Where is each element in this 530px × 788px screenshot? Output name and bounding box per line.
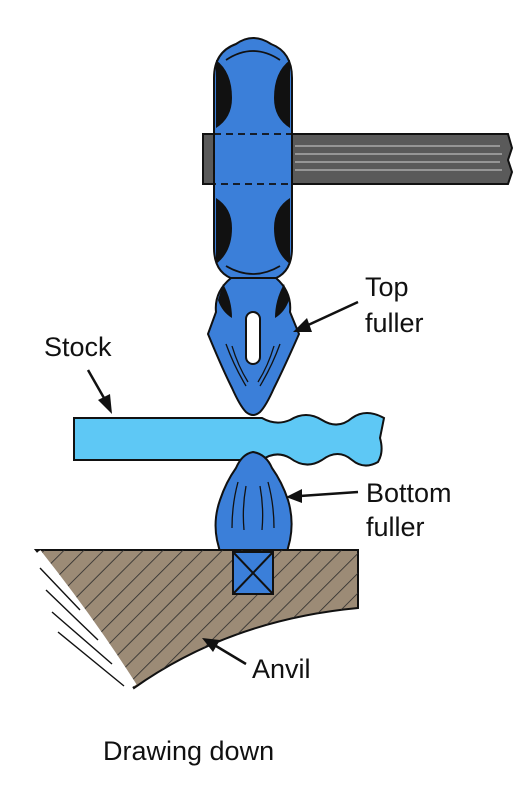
stock-arrow xyxy=(86,369,112,414)
stock-bar xyxy=(73,412,386,467)
hammer-head xyxy=(213,37,293,285)
bottom-fuller-label-line1: Bottom xyxy=(366,478,452,508)
anvil xyxy=(33,549,359,690)
top-fuller xyxy=(206,277,301,416)
anvil-arrow xyxy=(202,638,247,666)
stock-label: Stock xyxy=(44,332,112,362)
bottom-fuller xyxy=(214,450,293,553)
top-fuller-arrow xyxy=(293,300,359,332)
top-fuller-label-line1: Top xyxy=(365,272,409,302)
top-fuller-label-line2: fuller xyxy=(365,308,424,338)
bottom-fuller-label-line2: fuller xyxy=(366,512,425,542)
bottom-fuller-arrow xyxy=(286,489,359,503)
anvil-label: Anvil xyxy=(252,654,311,684)
caption: Drawing down xyxy=(103,736,274,766)
